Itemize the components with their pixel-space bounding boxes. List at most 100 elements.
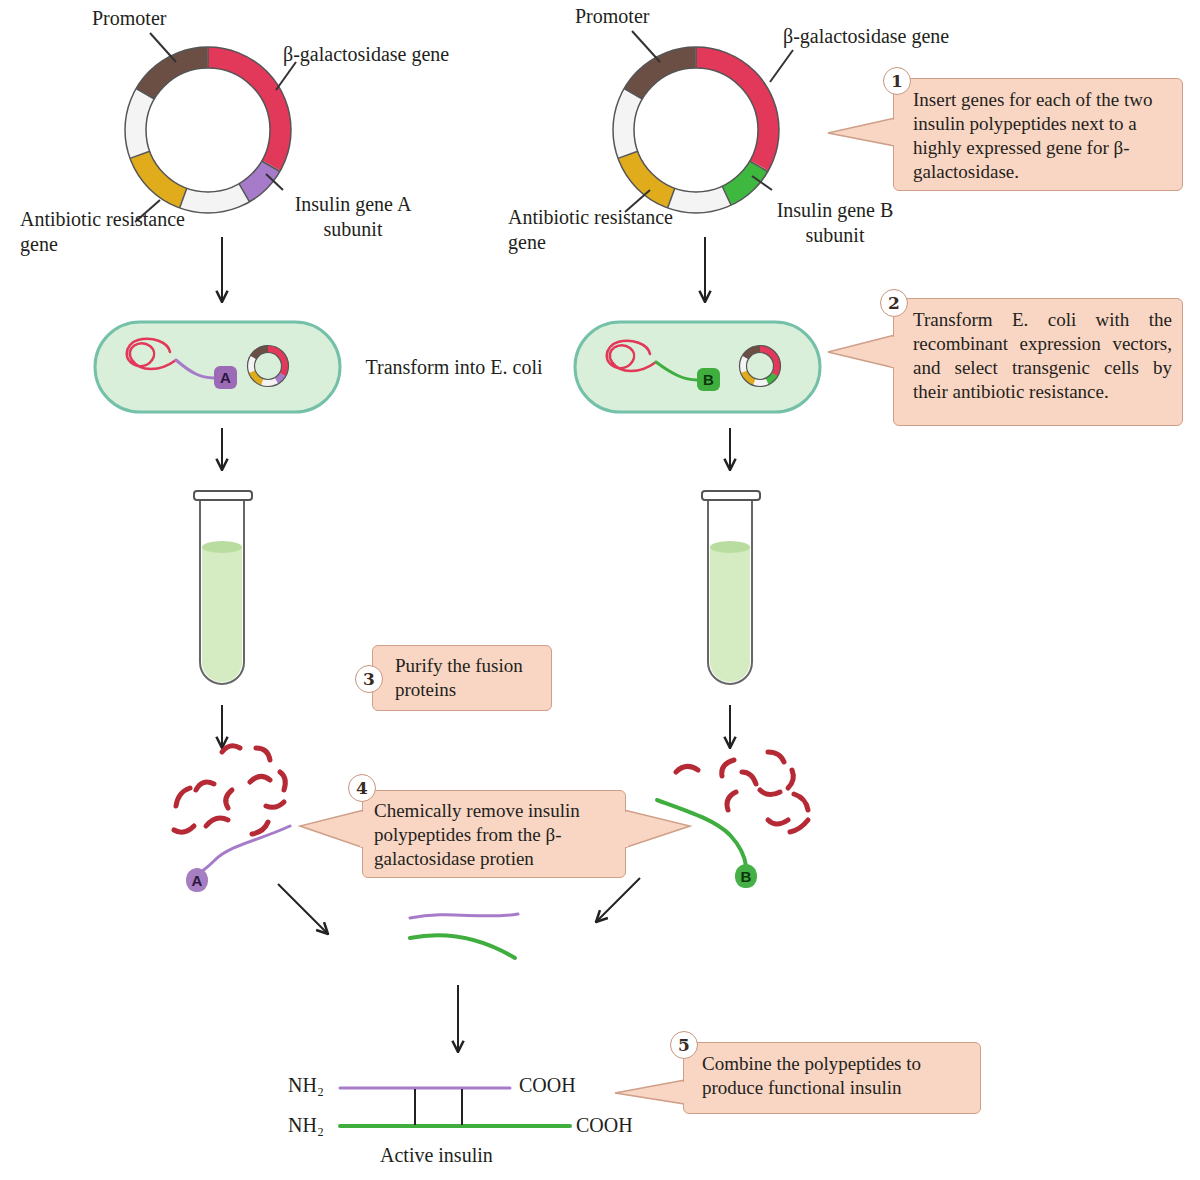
terminus-label: NH₂ [288,1113,338,1138]
subunit-letter: B [703,371,714,388]
terminus-label: COOH [576,1113,646,1138]
protein-fragment [727,792,736,810]
plasmid-ring [613,47,779,213]
callout-box: Combine the polypeptides to produce func… [683,1042,981,1114]
test-tube [710,547,750,682]
protein-fragment [252,822,268,834]
plasmid-ring [624,89,642,100]
callout-number: 3 [355,665,383,693]
plasmid-ring [125,47,291,213]
plasmid-ring [130,47,280,208]
protein-fragment [722,760,734,776]
part-label: β-galactosidase gene [783,24,961,49]
protein-fragment [676,766,698,772]
flow-arrow [278,884,328,934]
protein-fragment [280,772,285,790]
part-label: Insulin gene A subunit [287,192,419,242]
callout-number: 1 [883,67,911,95]
flow-arrow [729,428,731,470]
part-label: Antibiotic resistance gene [508,205,680,255]
protein-fragment [768,820,788,824]
callout-box: Purify the fusion proteins3 [372,645,552,711]
flow-arrow [221,705,223,748]
callout-text: Insert genes for each of the two insulin… [913,88,1170,184]
plasmid-ring [239,184,250,202]
product-label: Active insulin [380,1143,530,1168]
test-tube [702,491,760,500]
plasmid-ring [624,58,769,203]
plasmid-ring [624,58,769,203]
terminus-label: COOH [519,1073,589,1098]
protein-fragment [226,790,232,808]
part-label: Antibiotic resistance gene [20,207,192,257]
callout-text: Chemically remove insulin polypeptides f… [374,799,617,871]
subunit-letter: A [220,369,231,386]
subunit-letter: A [192,872,203,889]
plasmid-ring [618,151,638,158]
subunit-tag: B [697,368,720,391]
bacterium-cell [575,322,820,412]
plasmid-ring [597,31,795,229]
test-tube [194,491,252,500]
callout-text: Purify the fusion proteins [395,654,537,702]
part-label: Promoter [92,6,222,31]
step-label: Transform into E. coli [365,355,543,380]
insulin-chain [197,800,746,1126]
chain-end-tag: B [735,864,757,888]
part-label: Promoter [575,4,705,29]
fusion-protein [656,362,697,380]
insulin-chain [340,1087,510,1090]
plasmid-ring [618,47,768,208]
disulfide-bond [461,1089,463,1125]
plasmid-ring [115,37,301,223]
leader-line [276,62,296,90]
plasmid-ring [722,186,731,205]
flow-arrow [221,237,223,302]
callout-tail [300,118,895,1104]
chain-end-tag: A [186,868,208,892]
protein-fragment [768,752,784,762]
plasmid-ring [738,344,782,388]
callout-text: Combine the polypeptides to produce func… [702,1052,958,1100]
callout-tail [828,335,895,368]
insulin-chain [410,914,518,918]
terminus-label: NH₂ [288,1073,338,1098]
callout-text: Transform E. coli with the recombinant e… [913,308,1172,404]
part-label: Insulin gene B subunit [769,198,901,248]
plasmid-ring [130,151,150,158]
plasmid-ring [245,343,291,389]
part-label: β-galactosidase gene [283,42,461,67]
plasmid-ring [245,343,291,389]
plasmid-ring [136,58,281,203]
flow-arrow [221,428,223,470]
plasmid-ring [109,31,307,229]
protein-fragment [742,772,756,784]
plasmid-ring [109,31,307,229]
step-number: 2 [888,291,900,315]
callout-box: Transform E. coli with the recombinant e… [893,298,1183,426]
test-tube [202,547,242,682]
protein-fragment [222,746,240,752]
fusion-protein [176,360,214,378]
plasmid-ring [740,346,781,387]
callout-box: Chemically remove insulin polypeptides f… [362,790,626,878]
plasmid-ring [207,47,209,68]
protein-fragment [266,802,284,807]
insulin-chain [197,826,290,876]
flow-arrow [457,985,459,1052]
leader-line [770,50,793,82]
leader-line [632,31,660,62]
callout-number: 2 [880,289,908,317]
plasmid-ring [743,349,777,383]
protein-fragment [176,788,190,806]
plasmid-ring [180,188,187,208]
insulin-chain [340,1124,570,1128]
protein-fragment [760,790,780,795]
step-number: 4 [356,776,368,800]
step-number: 5 [678,1033,690,1057]
flow-arrow [729,705,731,748]
fusion-protein [127,339,176,369]
plasmid-ring [737,343,783,389]
protein-fragment [788,770,793,788]
plasmid-ring [668,188,675,208]
